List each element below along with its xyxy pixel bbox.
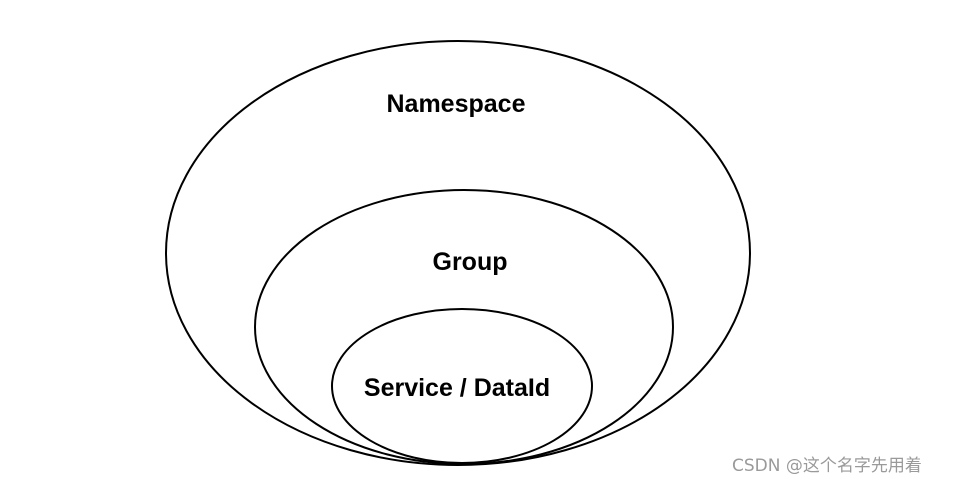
service-dataid-label: Service / DataId (364, 374, 550, 402)
watermark-text: CSDN @这个名字先用着 (732, 456, 922, 476)
group-ellipse (254, 189, 674, 465)
namespace-label: Namespace (387, 90, 526, 118)
group-label: Group (433, 248, 508, 276)
service-dataid-ellipse (331, 308, 593, 464)
namespace-ellipse (165, 40, 751, 466)
